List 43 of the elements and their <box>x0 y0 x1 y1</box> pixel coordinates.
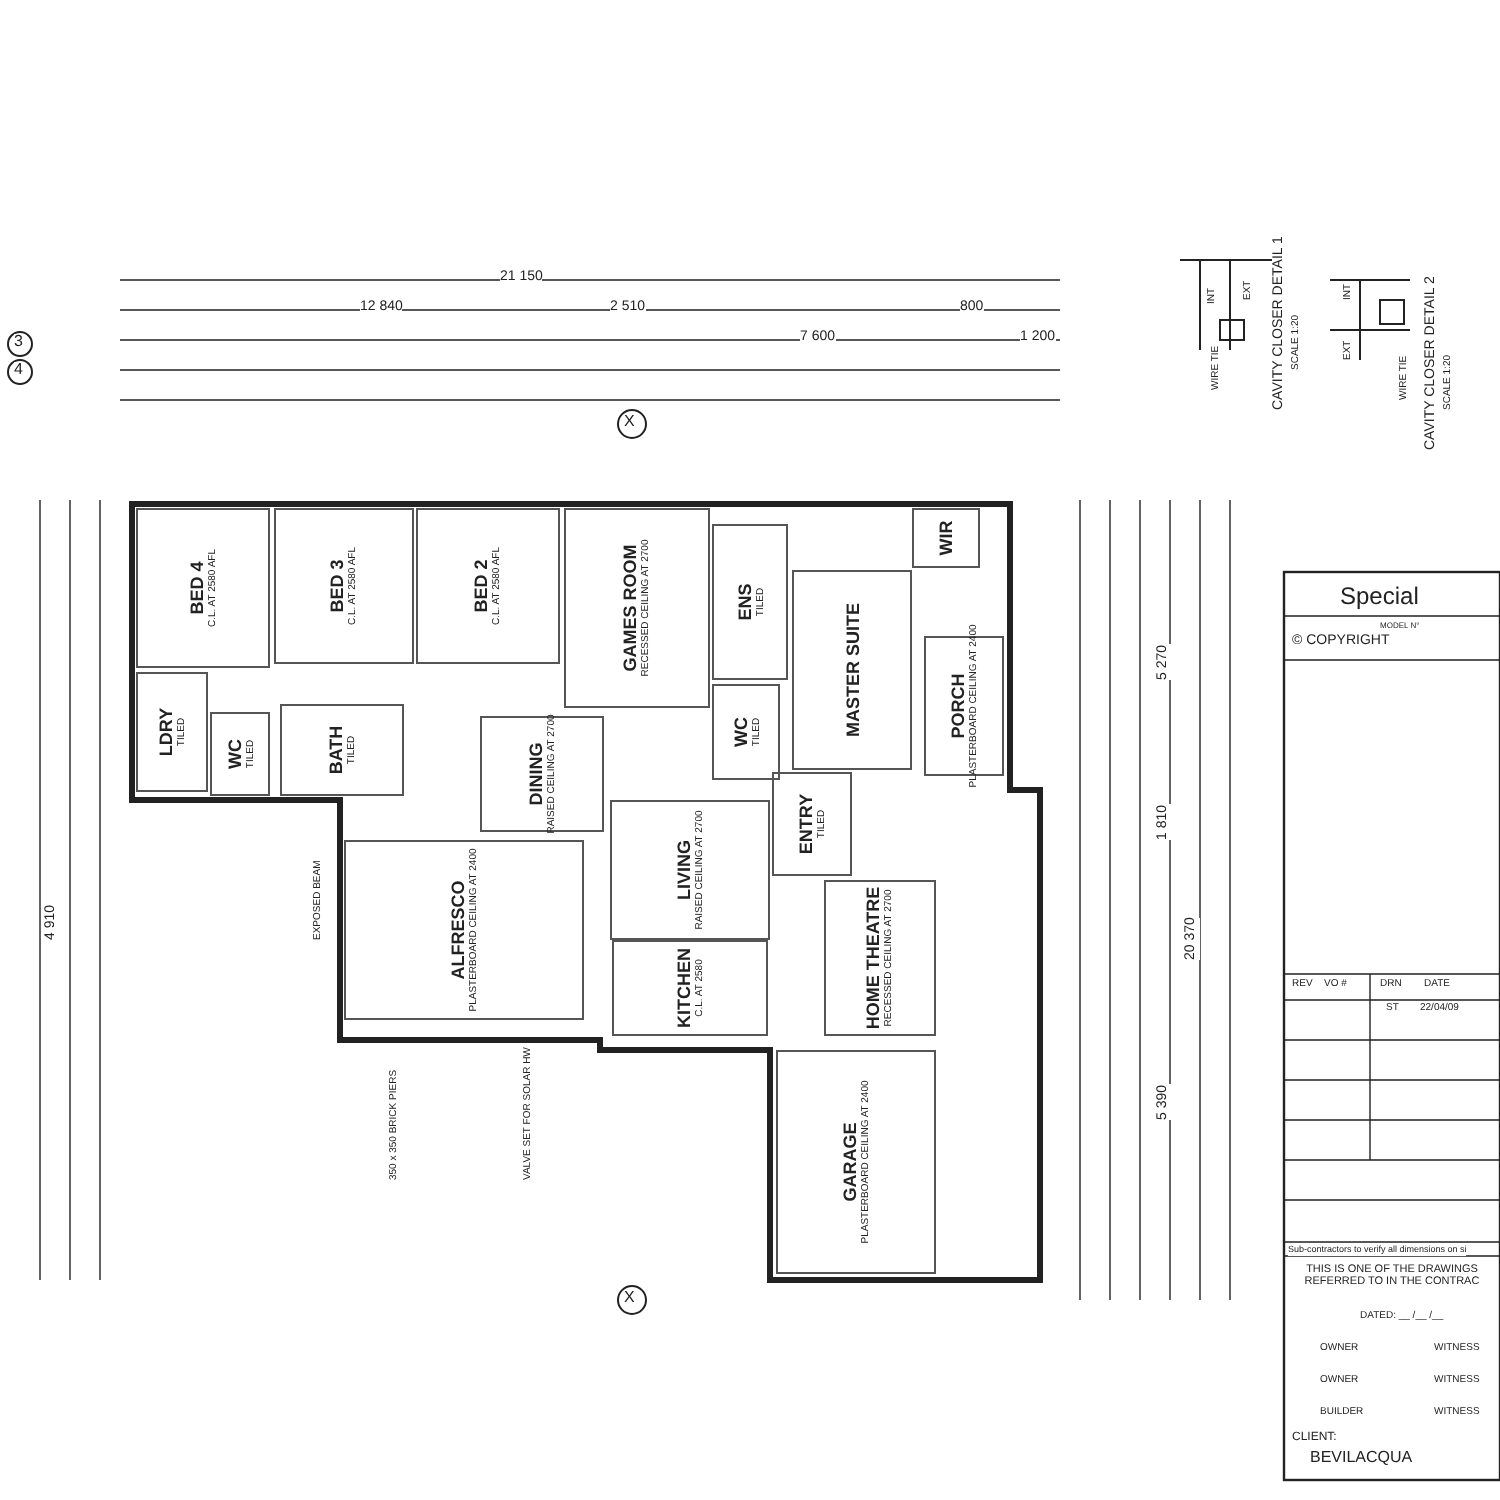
room-name: GAMES ROOM <box>621 544 641 672</box>
title-text: Special <box>1340 584 1419 611</box>
room-name: LDRY <box>156 707 176 757</box>
room-name: GARAGE <box>840 1122 860 1202</box>
room-name: WC <box>730 717 750 747</box>
room-name: BED 3 <box>328 559 348 613</box>
room-area <box>274 508 414 664</box>
room-name: DINING <box>526 742 546 806</box>
room-area <box>824 880 936 1036</box>
room-area <box>136 508 270 668</box>
room-name: WC <box>224 739 244 769</box>
room-name: MASTER SUITE <box>842 603 862 737</box>
room-area <box>776 1050 936 1274</box>
room-name: KITCHEN <box>674 948 694 1028</box>
room-name: BED 4 <box>187 561 207 615</box>
room-area <box>712 524 788 680</box>
section-marker: X <box>624 1290 635 1308</box>
room-name: BED 2 <box>472 559 492 613</box>
room-area <box>610 800 770 940</box>
room-name: ENTRY <box>796 793 816 855</box>
room-area <box>612 940 768 1036</box>
room-area <box>280 704 404 796</box>
room-name: ALFRESCO <box>448 880 468 980</box>
section-marker: X <box>624 414 635 432</box>
client-name: BEVILACQUA <box>1310 1450 1413 1468</box>
room-name: PORCH <box>948 673 968 739</box>
room-name: WIR <box>936 520 956 556</box>
room-area <box>136 672 208 792</box>
room-area <box>210 712 270 796</box>
room-area <box>480 716 604 832</box>
room-area <box>416 508 560 664</box>
room-area <box>712 684 780 780</box>
room-area <box>564 508 710 708</box>
room-name: ENS <box>734 583 754 621</box>
room-name: LIVING <box>674 840 694 900</box>
room-area <box>912 508 980 568</box>
room-name: BATH <box>326 725 346 775</box>
room-area <box>792 570 912 770</box>
grid-marker: 4 <box>14 362 23 380</box>
grid-marker: 3 <box>14 334 23 352</box>
room-area <box>772 772 852 876</box>
room-area <box>344 840 584 1020</box>
room-name: HOME THEATRE <box>864 886 884 1030</box>
